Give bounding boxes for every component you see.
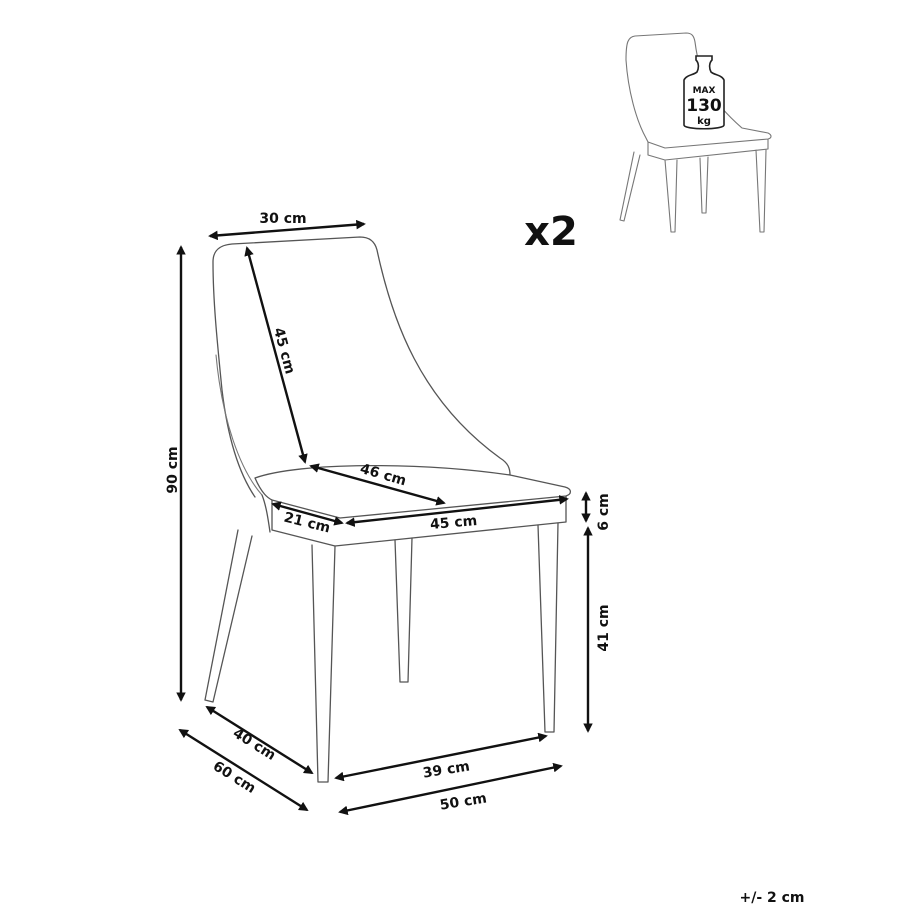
label-total-width: 50 cm (439, 790, 488, 813)
label-seat-thickness: 6 cm (596, 493, 612, 531)
chair-side (261, 494, 271, 533)
chair-seat (254, 464, 572, 519)
chair-leg-front-left (311, 544, 336, 783)
weight-icon (683, 55, 725, 130)
label-leg-width: 39 cm (422, 758, 471, 781)
max-load-illustration: MAX 130 kg (619, 32, 772, 233)
small-chair-outline (619, 32, 772, 233)
label-backrest-width: 30 cm (259, 211, 306, 227)
chair-backrest (212, 236, 511, 498)
quantity-label: x2 (524, 209, 578, 255)
chair-leg-front-right (537, 522, 559, 733)
max-load-unit: kg (697, 116, 711, 127)
dim-arrow-backrest-width (208, 219, 366, 241)
dim-arrow-total-width (338, 762, 563, 816)
label-total-height: 90 cm (165, 446, 181, 493)
label-seat-height: 41 cm (596, 604, 612, 651)
max-label: MAX (693, 86, 716, 96)
dim-arrow-backrest-height (244, 246, 308, 464)
dim-arrow-seat-side (271, 501, 344, 526)
chair-leg-back-left (204, 529, 253, 703)
dimension-lines (176, 219, 593, 816)
max-load-value: 130 (686, 96, 722, 116)
dim-arrow-total-depth (178, 728, 309, 812)
tolerance-note: +/- 2 cm (739, 890, 804, 906)
chair-drawing (204, 236, 572, 783)
chair-leg-back-right (394, 537, 413, 683)
label-leg-depth: 40 cm (230, 725, 279, 764)
chair-back-piping (215, 354, 263, 496)
label-seat-width: 45 cm (429, 513, 477, 533)
dim-arrow-seat-width (345, 495, 569, 527)
